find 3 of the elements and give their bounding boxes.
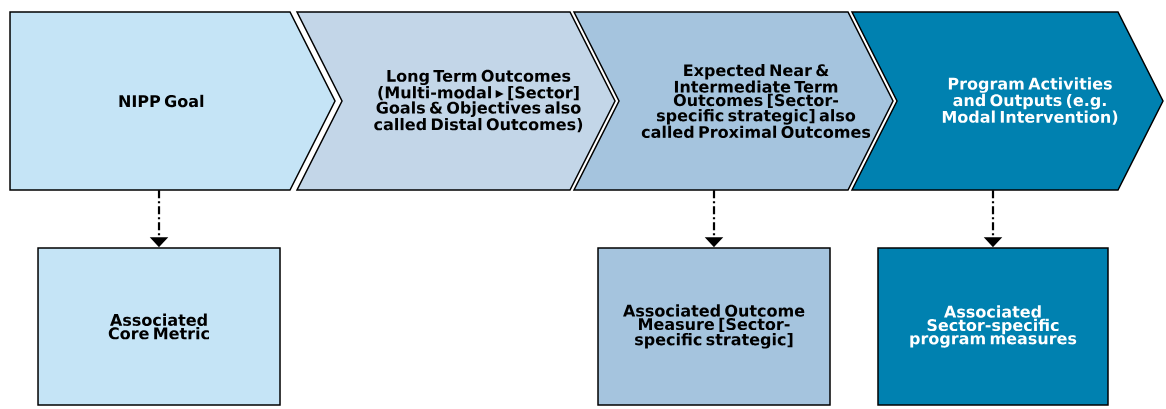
measure-box: Associated Core Metric [37, 247, 281, 406]
measure-box: Associated Sector-specific program measures [877, 247, 1109, 406]
measure-box: Associated Outcome Measure [Sector-specific strategic] [597, 247, 831, 406]
